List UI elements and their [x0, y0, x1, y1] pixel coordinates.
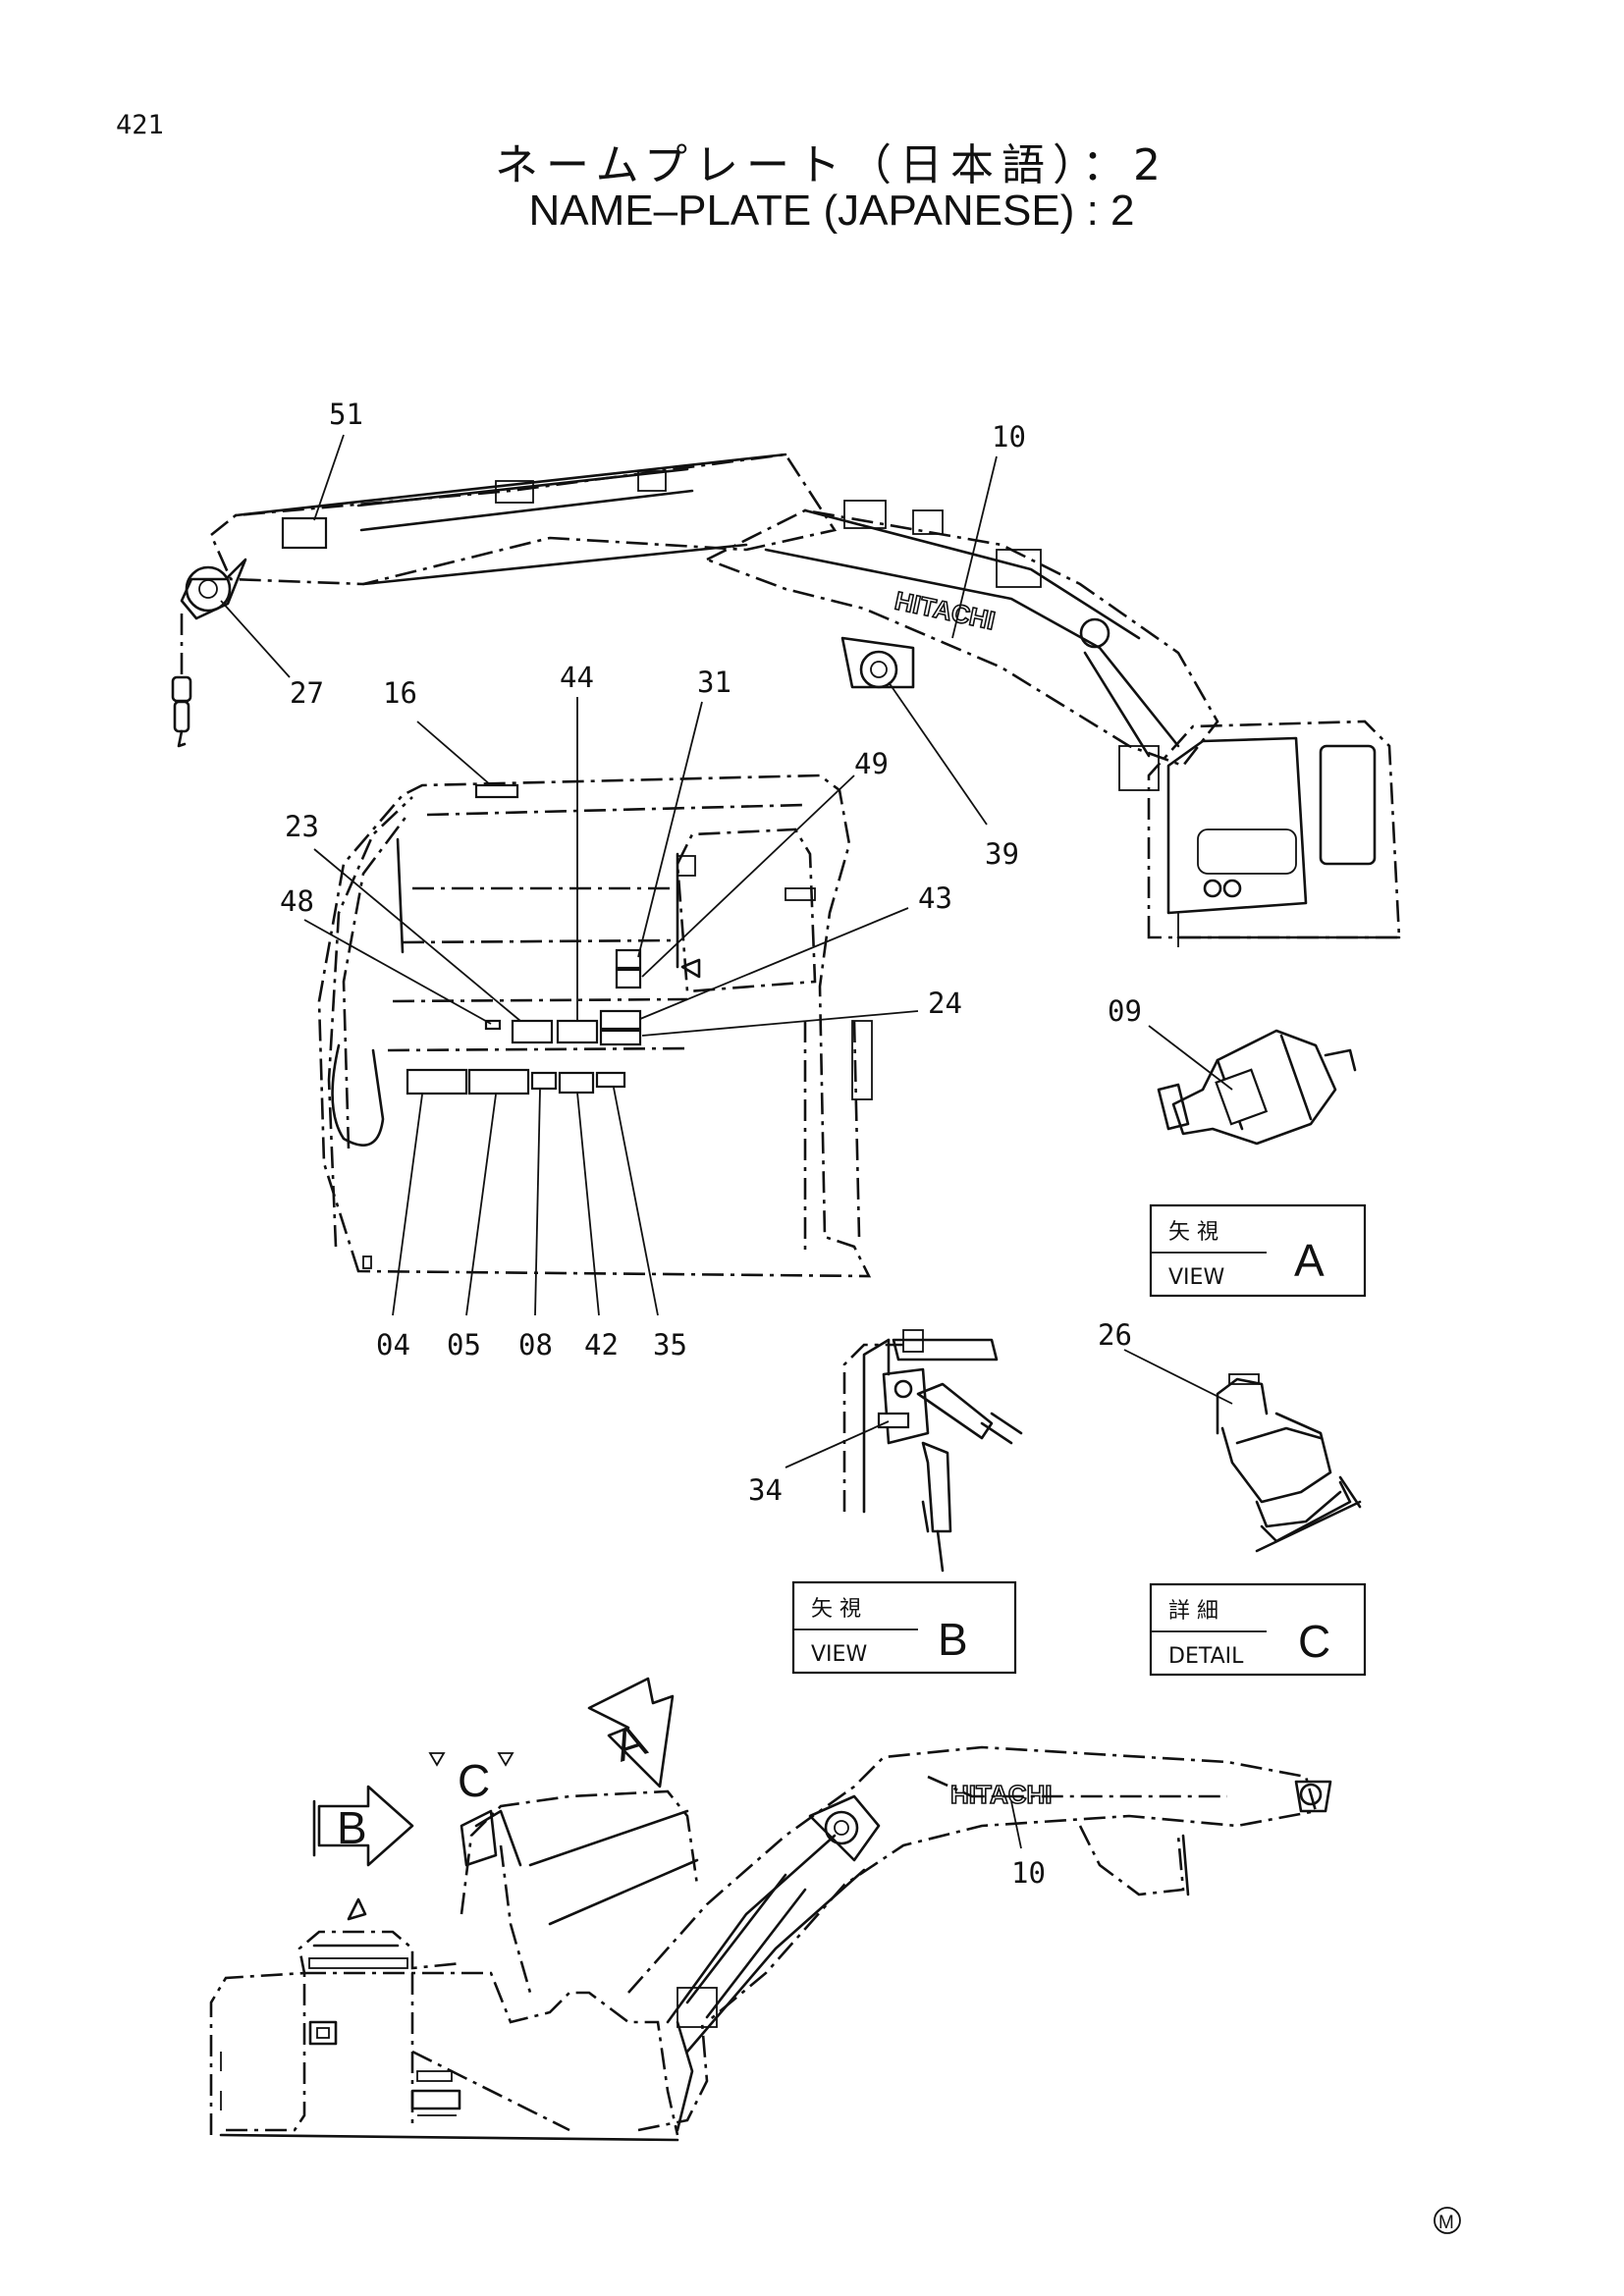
- footer-mark-letter: M: [1438, 2213, 1454, 2233]
- detail-c-component: [1216, 1373, 1362, 1553]
- view-a-component: [1157, 1029, 1357, 1146]
- plate-04: [406, 1068, 468, 1095]
- callout-numbers: 51 10 27 16 44 31 49 23 48 43 24 39 09 0…: [280, 398, 1142, 1890]
- plate-08: [530, 1071, 558, 1091]
- plate-49: [615, 968, 642, 989]
- view-b-component: [842, 1329, 1023, 1573]
- callout-31: 31: [697, 666, 731, 699]
- plate-23: [511, 1019, 554, 1044]
- callout-43: 43: [918, 881, 952, 915]
- callout-27: 27: [290, 676, 324, 710]
- view-a-box: 矢 視 VIEW A: [1149, 1203, 1367, 1298]
- view-arrow-a: [587, 1677, 675, 1789]
- top-boom-assembly: HITACHI: [171, 453, 1401, 947]
- cab-interior-view: [317, 774, 873, 1278]
- leader-lines: [220, 434, 1233, 1849]
- view-arrow-c-marks: [428, 1752, 514, 1767]
- page-number: 421: [116, 110, 164, 140]
- plate-16: [474, 783, 519, 799]
- title-japanese: ネームプレート（日本語）：2: [494, 140, 1169, 190]
- callout-10-top: 10: [992, 420, 1026, 454]
- view-a-letter: A: [1294, 1235, 1325, 1286]
- callout-09: 09: [1108, 994, 1142, 1028]
- view-arrow-b: [312, 1785, 414, 1867]
- plate-51: [281, 516, 328, 550]
- plate-31: [615, 948, 642, 970]
- callout-08: 08: [518, 1328, 553, 1362]
- detail-c-en: DETAIL: [1168, 1644, 1244, 1669]
- detail-c-letter: C: [1298, 1616, 1330, 1667]
- brand-hitachi-bottom: HITACHI: [950, 1780, 1053, 1809]
- plate-24: [599, 1029, 642, 1046]
- view-b-en: VIEW: [811, 1642, 867, 1667]
- plate-48: [484, 1019, 502, 1031]
- callout-10-bottom: 10: [1011, 1856, 1046, 1890]
- arrow-c-label: C: [458, 1755, 490, 1806]
- view-a-en: VIEW: [1168, 1265, 1224, 1290]
- plate-43: [599, 1009, 642, 1031]
- title-english: NAME–PLATE (JAPANESE) : 2: [528, 187, 1135, 235]
- footer-mark: M: [1434, 2207, 1461, 2234]
- detail-c-jp: 詳 細: [1168, 1599, 1218, 1624]
- callout-05: 05: [447, 1328, 481, 1362]
- callout-44: 44: [560, 661, 594, 694]
- callout-35: 35: [653, 1328, 687, 1362]
- plate-09: [1215, 1068, 1269, 1126]
- plate-34: [877, 1412, 910, 1429]
- view-b-box: 矢 視 VIEW B: [791, 1580, 1017, 1675]
- callout-16: 16: [383, 676, 417, 710]
- view-b-letter: B: [938, 1614, 968, 1665]
- view-b-jp: 矢 視: [811, 1597, 861, 1622]
- callout-42: 42: [584, 1328, 619, 1362]
- arrow-b-label: B: [337, 1802, 367, 1853]
- plate-05: [467, 1068, 530, 1095]
- callout-39: 39: [985, 837, 1019, 871]
- bottom-machine-side-view: HITACHI: [209, 1745, 1332, 2142]
- view-a-jp: 矢 視: [1168, 1220, 1218, 1245]
- callout-23: 23: [285, 810, 319, 843]
- callout-26: 26: [1098, 1318, 1132, 1352]
- callout-51: 51: [329, 398, 363, 431]
- plate-44: [556, 1019, 599, 1044]
- callout-48: 48: [280, 884, 314, 918]
- plate-42: [558, 1071, 595, 1095]
- detail-c-box: 詳 細 DETAIL C: [1149, 1582, 1367, 1677]
- callout-49: 49: [854, 747, 889, 780]
- callout-24: 24: [928, 987, 962, 1020]
- plate-35: [595, 1071, 626, 1089]
- arrow-a-label: A: [608, 1713, 653, 1771]
- callout-34: 34: [748, 1473, 783, 1507]
- callout-04: 04: [376, 1328, 410, 1362]
